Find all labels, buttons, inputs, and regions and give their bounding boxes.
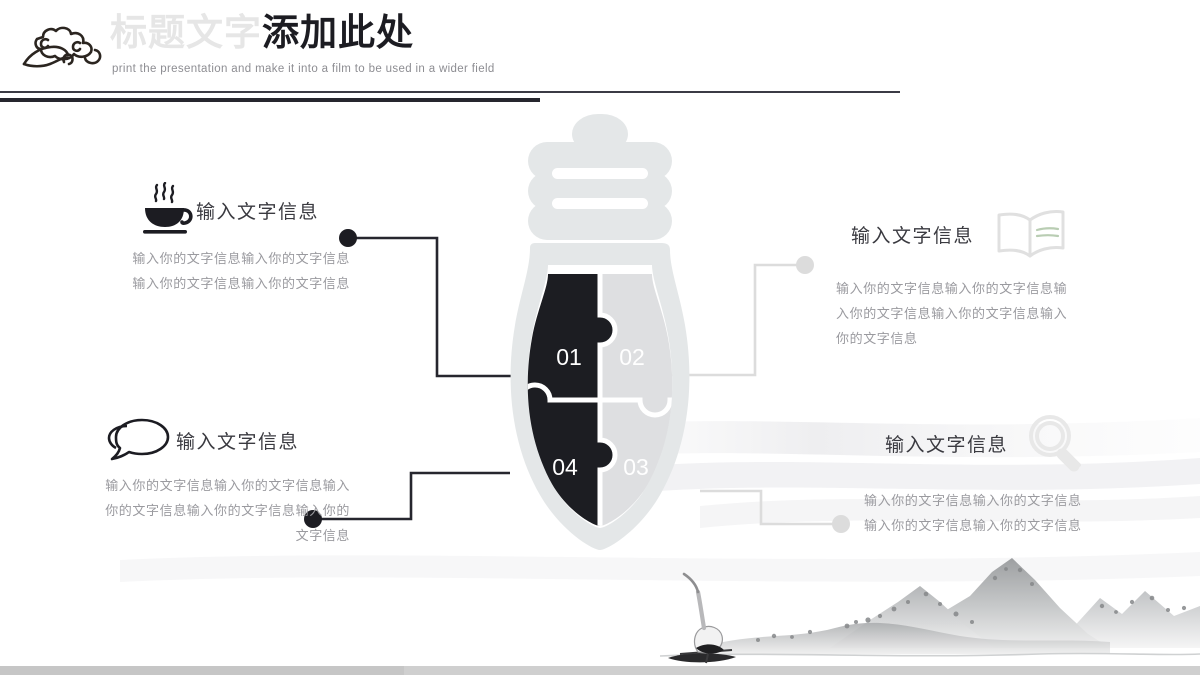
magnifier-icon [1029,415,1081,472]
info-block-top-right: 输入文字信息 输入你的文字信息输入你的文字信息输入你的文字信息输入你的文字信息输… [820,206,1070,351]
info-block-top-left-title: 输入文字信息 [196,201,320,223]
puzzle-label-03: 03 [623,454,649,480]
puzzle-seams [527,274,673,526]
info-block-bottom-right: 输入文字信息 输入你的文字信息输入你的文字信息输入你的文字信息输入你的文字信息 [860,412,1090,538]
chinese-cloud-motif-icon [22,26,102,68]
info-block-top-right-body: 输入你的文字信息输入你的文字信息输入你的文字信息输入你的文字信息输入你的文字信息 [836,281,1068,346]
info-block-top-right-title: 输入文字信息 [850,225,974,247]
puzzle-piece-01[interactable] [480,260,615,400]
info-block-bottom-right-header: 输入文字信息 [860,412,1090,474]
open-book-icon [997,210,1065,258]
info-block-top-right-header: 输入文字信息 [820,206,1070,262]
connector-dot-02 [796,256,814,274]
puzzle-labels: 01 02 03 04 [552,344,649,480]
puzzle-label-02: 02 [619,344,645,370]
info-block-bottom-right-title: 输入文字信息 [884,434,1008,456]
info-block-top-left-header: 输入文字信息 [138,182,350,238]
speech-bubble-icon [107,418,170,461]
bulb-base-grooves [552,168,648,209]
header-rule-short [0,98,540,102]
bottom-progress-bar[interactable] [0,666,1200,675]
page-subtitle: print the presentation and make it into … [112,63,495,75]
info-block-bottom-right-body: 输入你的文字信息输入你的文字信息输入你的文字信息输入你的文字信息 [864,493,1082,533]
title-ghost-text: 标题文字 [110,12,262,53]
puzzle-label-04: 04 [552,454,578,480]
page-title: 标题文字添加此处 [110,14,414,51]
info-block-bottom-left-body: 输入你的文字信息输入你的文字信息输入你的文字信息输入你的文字信息输入你的文字信息 [105,478,350,543]
puzzle-piece-04[interactable] [480,385,615,540]
chinese-ink-landscape-illustration [659,558,1200,664]
crane-figure [682,572,724,664]
coffee-cup-icon [143,182,193,234]
info-block-bottom-left: 输入文字信息 输入你的文字信息输入你的文字信息输入你的文字信息输入你的文字信息输… [100,415,350,548]
puzzle-piece-02[interactable] [600,260,720,415]
puzzle-label-01: 01 [556,344,582,370]
info-block-top-left-body: 输入你的文字信息输入你的文字信息输入你的文字信息输入你的文字信息 [132,251,350,291]
info-block-bottom-left-header: 输入文字信息 [104,415,350,465]
info-block-bottom-left-title: 输入文字信息 [176,431,300,453]
title-main-text: 添加此处 [262,12,414,53]
info-block-top-left: 输入文字信息 输入你的文字信息输入你的文字信息输入你的文字信息输入你的文字信息 [120,182,350,296]
bottom-progress-fill [0,666,404,675]
connector-dot-03 [832,515,850,533]
header-rule-long [0,91,900,93]
lightbulb-puzzle-graphic: 01 02 03 04 [480,114,720,550]
